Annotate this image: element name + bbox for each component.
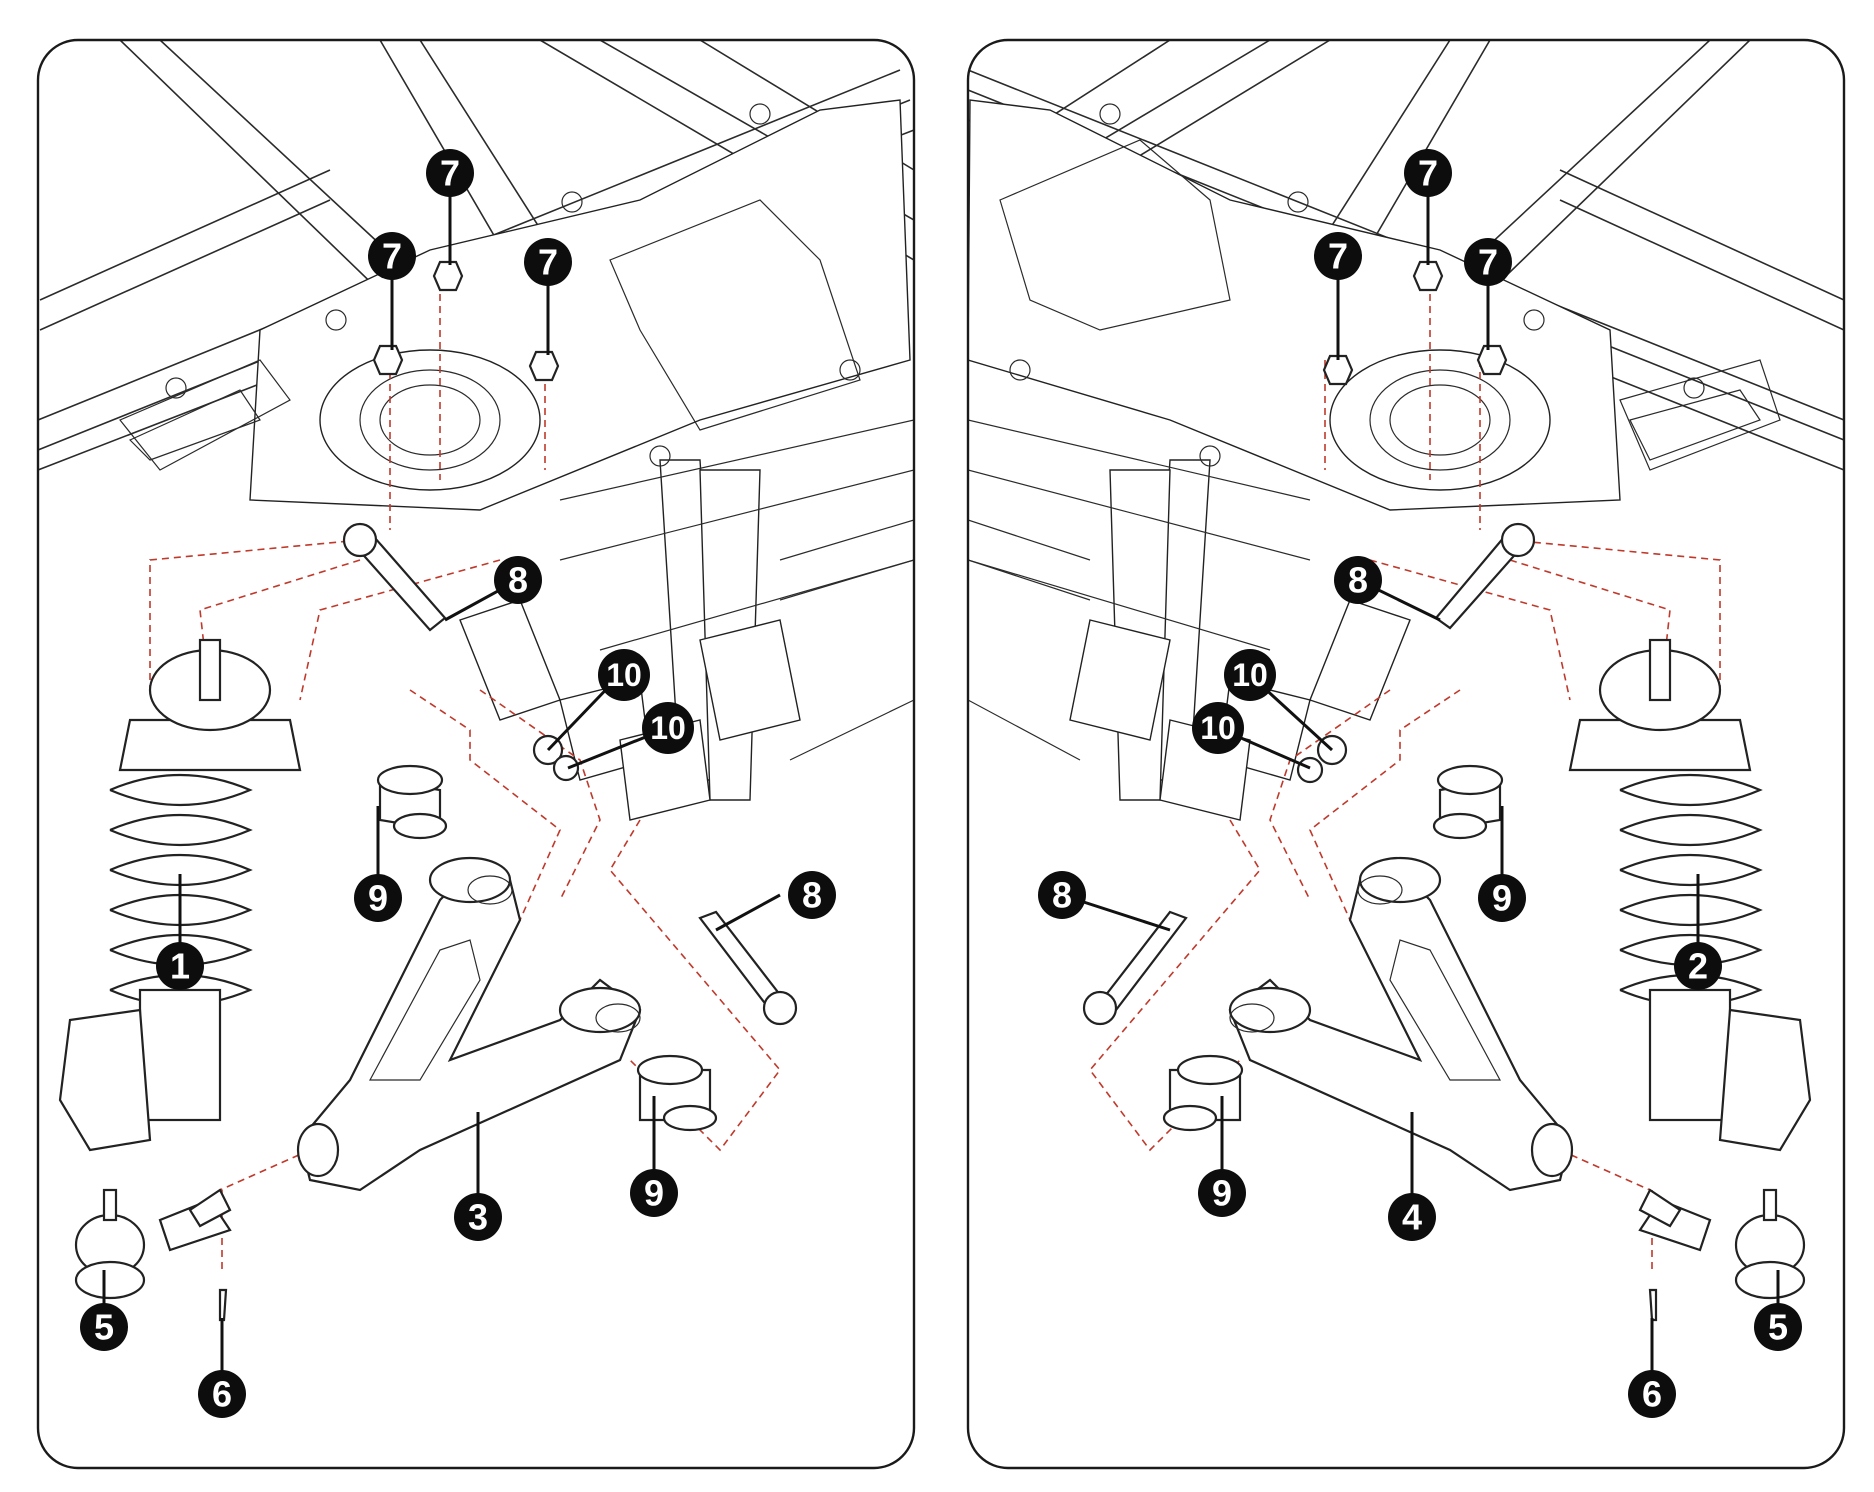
callout-label: 5 [94, 1307, 114, 1348]
callout-label: 10 [606, 657, 642, 693]
callout-label: 3 [468, 1197, 488, 1238]
left-parts [58, 260, 798, 1322]
callout-label: 7 [1328, 236, 1348, 277]
callout-label: 2 [1688, 946, 1708, 987]
callout-6-left: 6 [198, 1370, 246, 1418]
callout-8-right-b: 8 [1038, 871, 1086, 919]
right-bushing-9-lower [1162, 1054, 1244, 1132]
right-cotter-pin [1648, 1288, 1658, 1322]
callout-label: 10 [650, 710, 686, 746]
callout-label: 7 [1478, 242, 1498, 283]
left-bushing-9-lower [636, 1054, 718, 1132]
callout-9-left-a: 9 [354, 874, 402, 922]
callout-label: 7 [1418, 153, 1438, 194]
callout-8-left-b: 8 [788, 871, 836, 919]
callout-10-left-a: 10 [598, 649, 650, 701]
callout-8-right-a: 8 [1334, 556, 1382, 604]
left-chassis-frame [38, 40, 914, 821]
callout-label: 1 [170, 946, 190, 987]
callout-6-right: 6 [1628, 1370, 1676, 1418]
callout-1: 1 [156, 942, 204, 990]
left-control-arm [296, 856, 642, 1192]
right-panel-border [966, 38, 1846, 1470]
left-tie-rod-end [74, 1188, 232, 1300]
right-bolt-8-upper [1434, 522, 1536, 630]
callout-label: 9 [644, 1173, 664, 1214]
callout-10-right-b: 10 [1192, 702, 1244, 754]
right-panel [968, 40, 1844, 1394]
callout-badges: 7 7 7 8 8 10 10 9 9 1 3 5 6 7 7 7 8 8 10… [80, 149, 1802, 1418]
callout-7-right-c: 7 [1464, 238, 1512, 286]
left-cotter-pin [218, 1288, 228, 1322]
callout-10-right-a: 10 [1224, 649, 1276, 701]
callout-10-left-b: 10 [642, 702, 694, 754]
callout-7-left-b: 7 [368, 232, 416, 280]
callout-8-left-a: 8 [494, 556, 542, 604]
callout-label: 7 [440, 153, 460, 194]
left-coilover-shock [58, 638, 302, 1152]
callout-2: 2 [1674, 942, 1722, 990]
callout-label: 9 [368, 878, 388, 919]
callout-4: 4 [1388, 1193, 1436, 1241]
callout-label: 6 [212, 1374, 232, 1415]
left-bolt-8-upper [342, 522, 447, 632]
callout-7-left-a: 7 [426, 149, 474, 197]
callout-label: 7 [538, 242, 558, 283]
callout-5-left: 5 [80, 1303, 128, 1351]
callout-7-left-c: 7 [524, 238, 572, 286]
callout-7-right-b: 7 [1314, 232, 1362, 280]
right-tie-rod-end [1638, 1188, 1806, 1300]
right-chassis-frame [968, 40, 1844, 821]
callout-label: 8 [802, 875, 822, 916]
callout-9-left-b: 9 [630, 1169, 678, 1217]
callout-9-right-a: 9 [1478, 874, 1526, 922]
callout-label: 8 [508, 560, 528, 601]
callout-label: 9 [1492, 878, 1512, 919]
left-guide-lines [149, 270, 782, 1270]
callout-label: 10 [1200, 710, 1236, 746]
callout-label: 5 [1768, 1307, 1788, 1348]
callout-label: 4 [1402, 1197, 1422, 1238]
right-bolt-8-lower [1082, 910, 1188, 1026]
callout-label: 7 [382, 236, 402, 277]
right-control-arm [1228, 856, 1574, 1192]
left-bushing-9-upper [376, 764, 448, 840]
callout-7-right-a: 7 [1404, 149, 1452, 197]
left-panel-border [36, 38, 916, 1470]
callout-label: 10 [1232, 657, 1268, 693]
callout-label: 9 [1212, 1173, 1232, 1214]
left-bolt-8-lower [698, 910, 798, 1026]
left-panel [38, 40, 914, 1394]
callout-9-right-b: 9 [1198, 1169, 1246, 1217]
callout-label: 6 [1642, 1374, 1662, 1415]
callout-5-right: 5 [1754, 1303, 1802, 1351]
right-coilover-shock [1568, 638, 1812, 1152]
callout-label: 8 [1348, 560, 1368, 601]
callout-label: 8 [1052, 875, 1072, 916]
right-bushing-9-upper [1432, 764, 1504, 840]
right-nuts-10 [1296, 734, 1348, 784]
right-nuts-7 [1322, 260, 1508, 386]
left-nuts-7 [372, 260, 560, 382]
callout-3: 3 [454, 1193, 502, 1241]
